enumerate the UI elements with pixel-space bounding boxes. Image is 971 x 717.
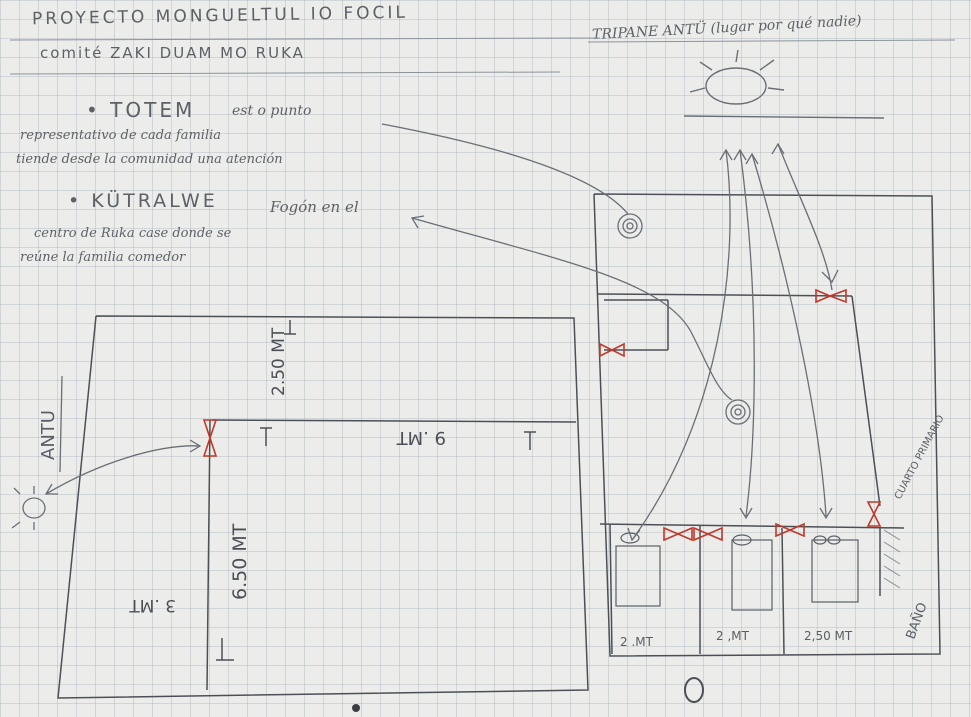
room-dim-2: 2 ,MT (716, 629, 750, 643)
antu-arrow-head-right (189, 439, 202, 453)
sun-sketch-icon (683, 49, 885, 119)
kutralwe-line-1: Fogón en el (270, 198, 359, 216)
dim-top-label: 2.50 MT (269, 327, 289, 396)
antu-arrow (45, 445, 201, 495)
bath-label: BAÑO (903, 600, 931, 641)
totem-line-2: representativo de cada familia (20, 128, 222, 143)
totem-line-1: est o punto (232, 103, 312, 119)
room-dim-3: 2,50 MT (804, 629, 853, 643)
header-rule-1 (9, 37, 601, 41)
right-plan-furniture (615, 532, 859, 611)
fogon-spiral-icon (725, 399, 751, 425)
kutralwe-pointer-head (410, 215, 425, 229)
kutralwe-line-2: centro de Ruka case donde se (34, 226, 232, 241)
pencil-smudge (684, 677, 704, 703)
dim-vertical-label: 6.50 MT (229, 523, 251, 600)
kutralwe-line-3: reúne la familia comedor (20, 250, 186, 265)
pencil-dot (352, 704, 360, 712)
dim-left-label: 3 .MT (129, 595, 176, 615)
antu-sun-icon (11, 486, 46, 530)
left-plan-dim-ticks (216, 320, 536, 661)
totem-title: • TOTEM (86, 98, 196, 122)
kutralwe-title-text: KÜTRALWE (91, 190, 218, 212)
totem-title-text: TOTEM (110, 98, 196, 122)
right-plan-door-marks (599, 288, 882, 542)
left-plan-door-mark (202, 419, 218, 457)
committee-subtitle: comité ZAKI DUAM MO RUKA (40, 44, 305, 62)
right-floor-plan (593, 193, 941, 657)
totem-line-3: tiende desde la comunidad una atención (16, 152, 283, 167)
header-rule-2 (9, 71, 561, 75)
totem-pointer-line (381, 123, 629, 215)
sun-rays-arrows (627, 142, 839, 542)
dim-long-label: 9 .MT (396, 427, 446, 448)
room-dim-1: 2 .MT (620, 635, 654, 649)
antu-label: ANTU (38, 410, 59, 460)
kutralwe-pointer-line (411, 217, 733, 401)
header-rule-3 (587, 39, 956, 43)
side-room-label: CUARTO PRIMARIO (893, 413, 947, 501)
bath-hatching (883, 529, 901, 589)
kutralwe-title: • KÜTRALWE (68, 190, 218, 212)
antu-label-rule (59, 375, 63, 473)
left-floor-plan (57, 315, 589, 699)
totem-spiral-icon (617, 213, 643, 239)
antu-arrow-head-left (44, 483, 58, 495)
